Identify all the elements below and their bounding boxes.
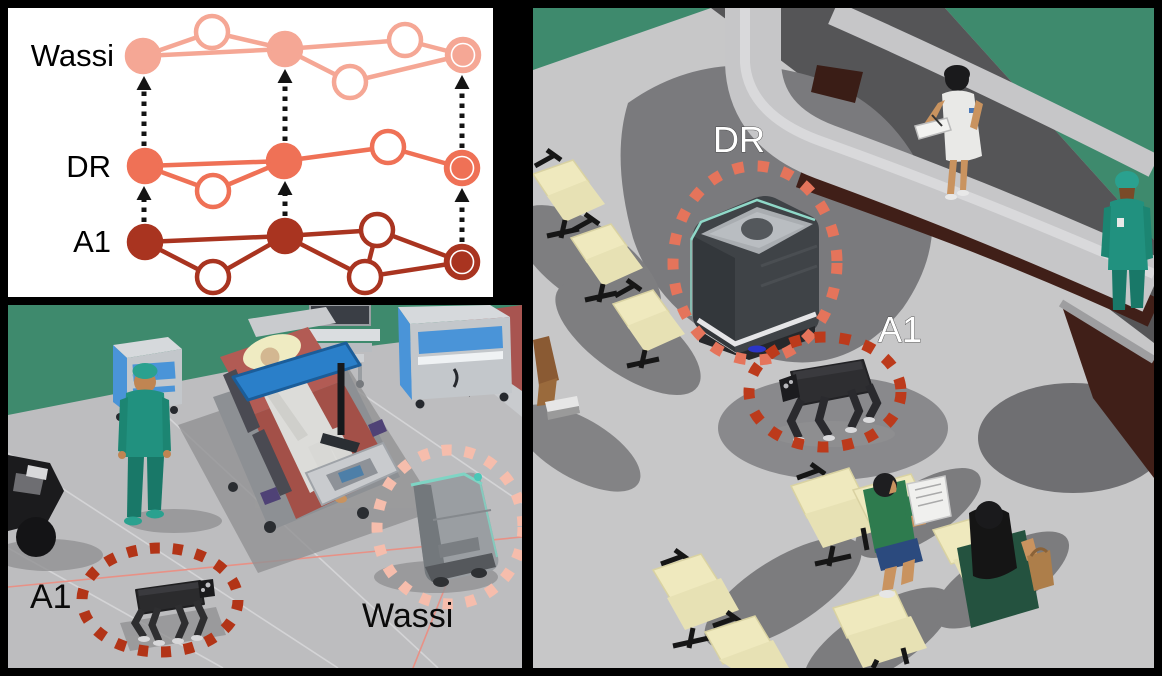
graph-node-D1 [126, 147, 164, 185]
green-floor-left [533, 8, 711, 70]
abstraction-arrowhead [277, 69, 293, 83]
reception-desk [725, 8, 1154, 478]
a1-highlight-circle [76, 542, 244, 658]
a1-robot-reception [771, 359, 895, 447]
a1-label: A1 [30, 578, 72, 616]
abstraction-arrowhead [136, 76, 152, 90]
abstraction-arrowhead [454, 188, 470, 202]
graph-edge [144, 158, 285, 169]
walking-person-leg [533, 336, 580, 420]
hospital-bed [213, 307, 400, 533]
seated-woman [931, 501, 1054, 628]
abstraction-arrowhead [277, 181, 293, 195]
abstraction-arrowhead [136, 186, 152, 200]
graph-node-Db [194, 172, 232, 210]
graph-row-label-dr: DR [66, 149, 111, 184]
graph-node-ring [449, 249, 475, 275]
graph-edge [142, 46, 286, 59]
graph-node-D2 [265, 142, 303, 180]
a1-label-reception: A1 [878, 309, 922, 350]
graph-edge [284, 37, 406, 52]
surgeon [1101, 171, 1153, 310]
graph-edge [144, 233, 286, 245]
graph-node-Au [358, 211, 396, 249]
nurse [914, 65, 983, 200]
graph-node-Al [346, 258, 384, 296]
graph-edge [349, 52, 464, 85]
dr-robot [689, 196, 819, 360]
reception-panel: DR A1 [533, 8, 1154, 668]
graph-node-ring [450, 42, 476, 68]
chair [651, 547, 739, 649]
hospital-room-panel: A1 Wassi [8, 305, 522, 668]
overbed-table [231, 341, 362, 453]
graph-node-A2 [266, 217, 304, 255]
a1-highlight-circle-reception [743, 331, 907, 453]
chair [789, 461, 885, 567]
wheelchair [8, 455, 64, 557]
wassi-label: Wassi [362, 597, 453, 635]
graph-node-Wr [386, 21, 424, 59]
dr-highlight-circle [667, 160, 843, 366]
dr-status-light [748, 345, 766, 353]
graph-node-A1a [126, 223, 164, 261]
graph-node-Dr [369, 128, 407, 166]
pen [931, 114, 943, 127]
graph-row-label-wassi: Wassi [31, 38, 114, 73]
reception-inner-floor [711, 8, 1154, 343]
chair [703, 609, 789, 668]
wassi-sensor-light [474, 473, 482, 481]
chair [611, 277, 685, 369]
handbag [1027, 550, 1054, 591]
bed-footboard [304, 441, 400, 507]
chair [533, 147, 605, 239]
abstraction-arrowhead [454, 75, 470, 89]
waiting-chairs-left [533, 147, 685, 369]
dr-lid-hole [741, 218, 773, 240]
graph-node-ring [449, 155, 475, 181]
graph-node-W1 [124, 37, 162, 75]
newspaper [906, 475, 952, 526]
a1-robot [130, 579, 215, 646]
waiting-area-bottom [651, 461, 1054, 668]
chair [831, 589, 927, 668]
wassi-highlight-circle [371, 444, 522, 610]
doctor [118, 363, 171, 526]
graph-node-Ab [194, 258, 232, 296]
graph-node-Wb [331, 63, 369, 101]
dr-label: DR [713, 119, 765, 160]
graph-row-label-a1: A1 [73, 224, 111, 259]
wassi-robot [410, 472, 499, 587]
supply-cabinet-right [398, 305, 512, 409]
graph-node-W2 [266, 30, 304, 68]
chair [569, 211, 643, 303]
seated-man [851, 473, 952, 598]
graph-node-Wt [193, 13, 231, 51]
